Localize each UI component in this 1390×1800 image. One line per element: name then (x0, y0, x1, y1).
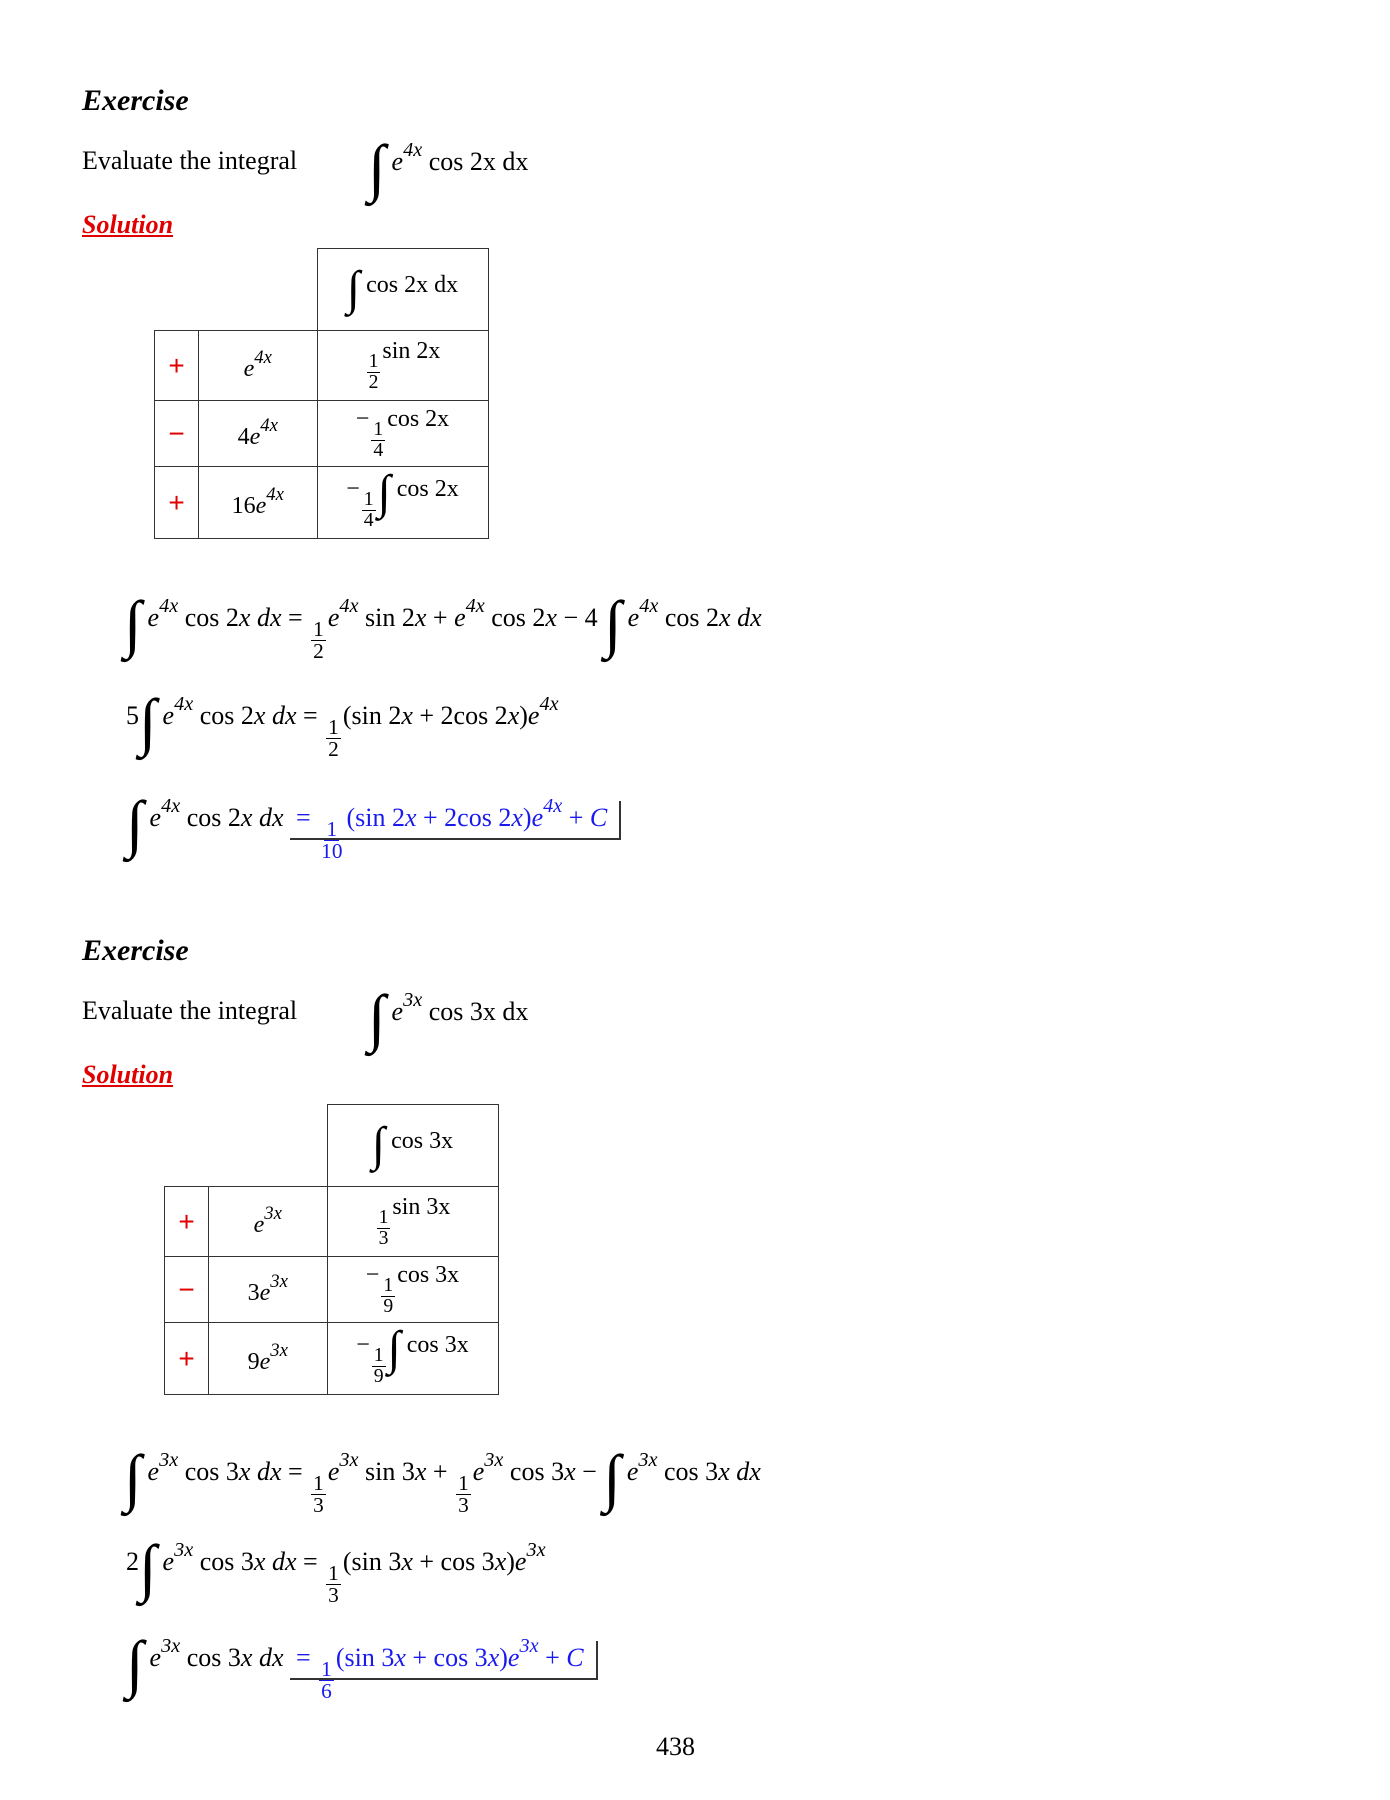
sign-cell: + (164, 1322, 209, 1395)
integral-statement: ∫e3x cos 3x dx (368, 982, 529, 1054)
sign-cell: + (154, 466, 199, 539)
sign-cell: − (164, 1256, 209, 1323)
exercise-heading: Exercise (82, 84, 189, 117)
page-number: 438 (656, 1732, 695, 1761)
derivative-cell: e3x (208, 1186, 328, 1257)
solution-label: Solution (82, 210, 174, 239)
derivative-cell: 16e4x (198, 466, 318, 539)
derivative-cell: 4e4x (198, 400, 318, 467)
derivative-cell: 3e3x (208, 1256, 328, 1323)
integral-statement: ∫e4x cos 2x dx (368, 132, 529, 204)
sign-cell: + (164, 1186, 209, 1257)
derivative-cell: e4x (198, 330, 318, 401)
exercise-heading: Exercise (82, 934, 189, 967)
table-header-cell: ∫cos 3x (326, 1104, 499, 1187)
table-header-cell: ∫cos 2x dx (316, 248, 489, 331)
sign-cell: + (154, 330, 199, 401)
exercise-prompt: Evaluate the integral (82, 146, 298, 175)
sign-cell: − (154, 400, 199, 467)
solution-label: Solution (82, 1060, 174, 1089)
derivative-cell: 9e3x (208, 1322, 328, 1395)
exercise-prompt: Evaluate the integral (82, 996, 298, 1025)
